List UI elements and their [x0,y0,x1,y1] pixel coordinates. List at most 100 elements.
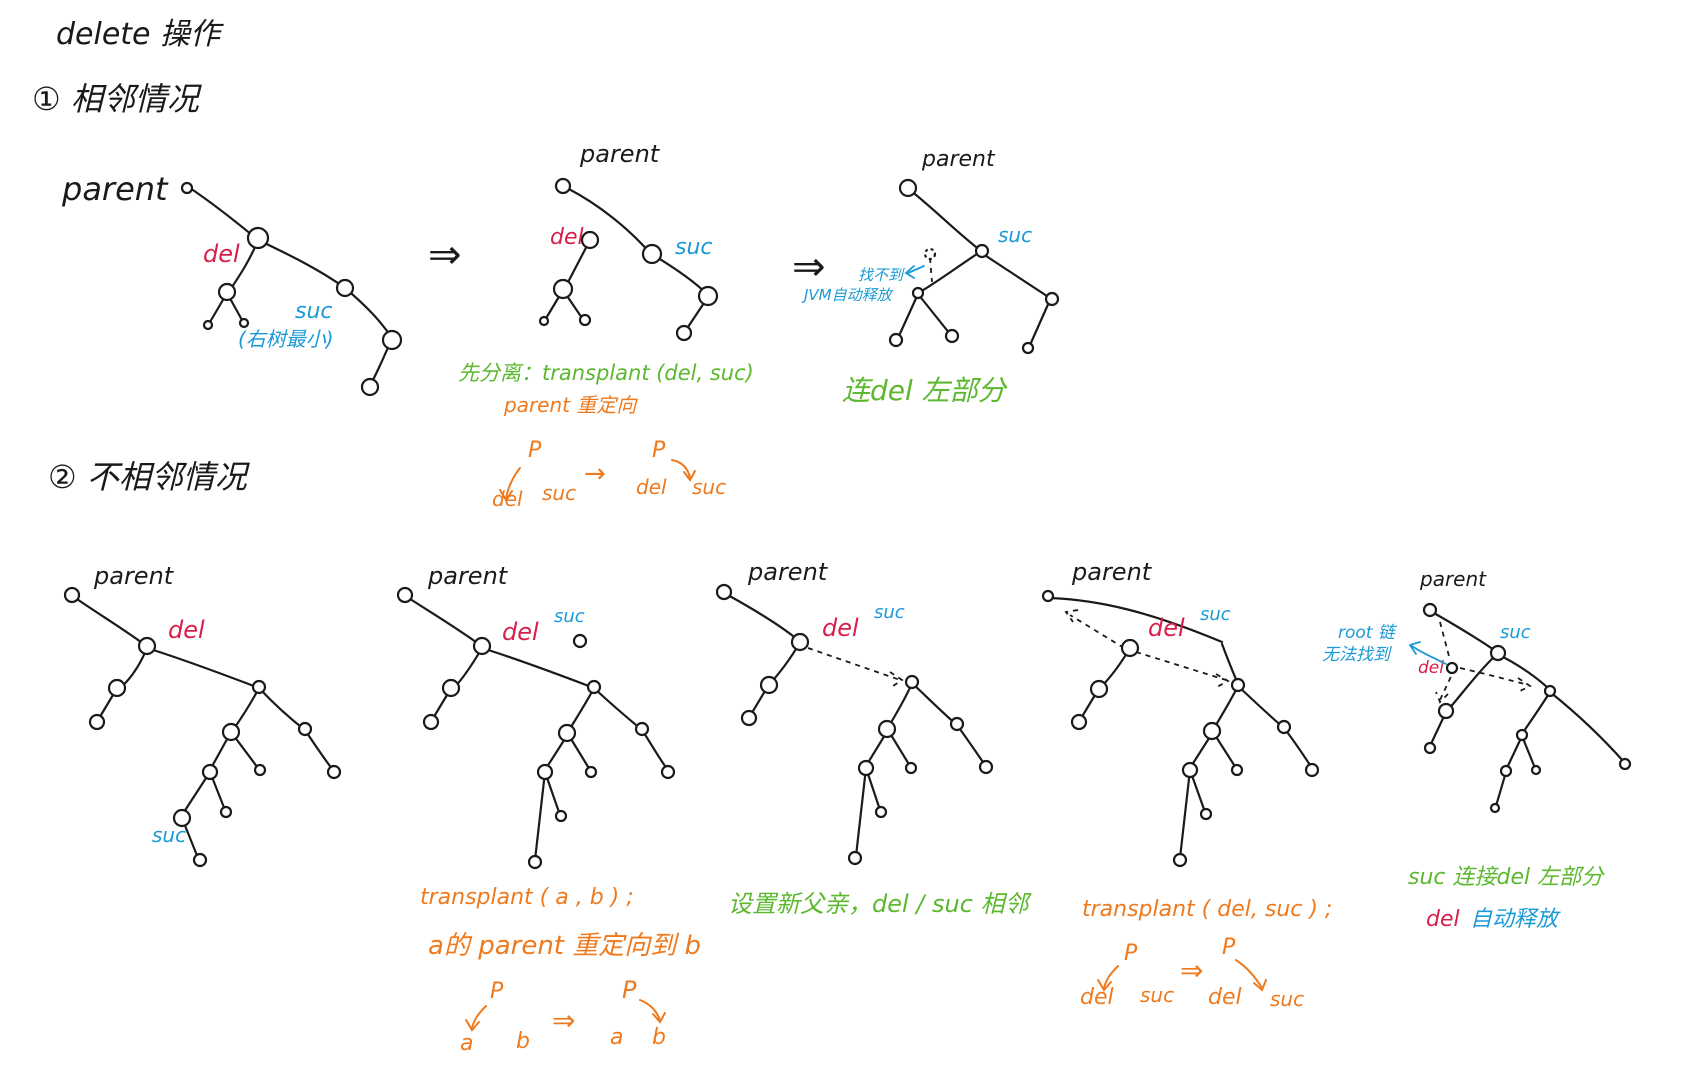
tree-node [572,633,588,649]
tree-node [1181,761,1199,779]
tree-node [1618,757,1632,771]
del-label: del [492,487,523,511]
tree-node [1543,684,1557,698]
tree-node [1044,291,1060,307]
released-del-node [1445,661,1459,675]
p-label: P [1124,941,1138,966]
jvm-note-line2: JVM自动释放 [801,286,894,304]
p-label: P [622,976,637,1004]
tree-node [422,713,440,731]
tree-node [904,761,918,775]
a-b-pointer-diagram: P a b ⇒ P a b [460,976,666,1056]
tree-node [1422,602,1438,618]
tree-node [221,722,241,742]
tree-node [1423,741,1437,755]
tree-node [874,805,888,819]
tree-node [978,759,994,775]
tree-node [578,313,592,327]
tree-node [396,586,414,604]
adjacent-step1-note: 先分离：transplant (del, suc) [458,361,754,385]
del-suc-pointer-diagram: P del suc ⇒ P del suc [1080,935,1304,1011]
non-adjacent-tree-5: parent suc del root 链 无法找到 [1322,567,1632,814]
page-title: delete 操作 [56,17,224,52]
tree-node [360,377,380,397]
tree-node [201,763,219,781]
tree-node [641,243,663,265]
parent-label: parent [921,147,996,172]
tree-node [335,278,355,298]
arrow-symbol: → [584,459,606,489]
parent-label: parent [427,562,509,590]
suc-label: suc [675,235,713,260]
del-label: del [822,614,859,642]
del-label: del [550,225,584,250]
tree-node [675,324,693,342]
del-label: del [1080,985,1114,1010]
tree-node [634,721,650,737]
tree-node [1199,807,1213,821]
redirect-a-b-note: a的 parent 重定向到 b [428,931,701,961]
tree-node [253,763,267,777]
non-adjacent-tree-3: parent del suc [715,558,994,866]
tree-node [898,178,918,198]
parent-label: parent [1071,558,1153,586]
implies-arrow: ⇒ [1180,954,1203,987]
tree-node [1120,638,1140,658]
tree-node [552,278,574,300]
b-label: b [516,1029,530,1054]
non-adjacent-tree-4: parent del suc [1041,558,1320,868]
tree-node [877,719,897,739]
tree-node [538,315,550,327]
tree-node [88,713,106,731]
suc-link-note: suc 连接del 左部分 [1408,865,1605,890]
parent-label: parent [61,170,169,208]
del-release-label: del [1426,907,1460,932]
tree-node [381,329,403,351]
tree-node [107,678,127,698]
tree-node [238,317,250,329]
adjacent-tree-3: parent suc 找不到 JVM自动释放 [801,147,1060,355]
suc-note-label: (右树最小) [238,327,334,351]
parent-label: parent [747,558,829,586]
suc-label: suc [542,481,576,505]
tree-node [857,759,875,777]
del-label: del [1418,658,1444,678]
non-adjacent-tree-1: parent del suc [63,562,342,868]
parent-label: parent [93,562,175,590]
parent-label: parent [1419,567,1487,591]
tree-node [1276,719,1292,735]
transplant-a-b-note: transplant ( a , b ) ; [420,885,634,910]
section-non-adjacent-heading: ② 不相邻情况 [48,458,251,496]
tree-node [1089,679,1109,699]
del-label: del [168,616,205,644]
del-release-note: 自动释放 [1470,907,1561,932]
p-label: P [1222,935,1236,960]
suc-label: suc [1500,622,1531,643]
suc-label: suc [295,299,333,324]
tree-node [246,226,270,250]
tree-node [251,679,267,695]
tree-node [1515,728,1529,742]
tree-node [1070,713,1088,731]
tree-node [790,632,810,652]
p-label: P [652,438,666,463]
tree-node [697,285,719,307]
a-label: a [610,1025,623,1050]
tree-node [1499,764,1513,778]
tree-node [1304,762,1320,778]
tree-node [219,805,233,819]
implies-arrow: ⇒ [792,244,826,290]
tree-node [1230,763,1244,777]
tree-node [586,679,602,695]
tree-node [1202,721,1222,741]
tree-node [660,764,676,780]
tree-node [580,230,600,250]
tree-node [297,721,313,737]
tree-node [326,764,342,780]
tree-node [192,852,208,868]
p-label: P [528,438,542,463]
tree-node [217,282,237,302]
tree-node [1489,644,1507,662]
tree-node [180,181,194,195]
root-note-line1: root 链 [1338,623,1398,643]
